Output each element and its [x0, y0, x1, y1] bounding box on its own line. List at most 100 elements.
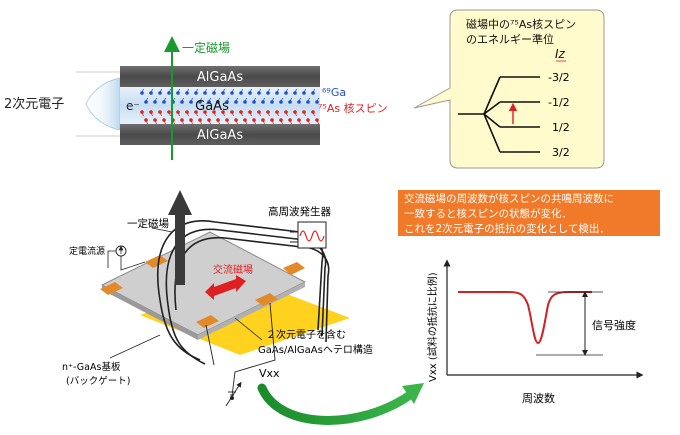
spin-vector — [267, 88, 270, 94]
spin-vector — [258, 111, 261, 117]
spin-vector — [249, 111, 252, 117]
substrate-label-1: n⁺-GaAs基板 — [62, 361, 121, 373]
spin-vector — [204, 88, 207, 94]
spin-vector — [271, 119, 274, 125]
spin-vector — [154, 97, 157, 103]
spin-vector — [213, 111, 216, 117]
spin-vector — [159, 88, 162, 94]
spin-vector — [298, 97, 301, 103]
level-p1-2: 1/2 — [552, 121, 570, 134]
spin-vector — [289, 119, 292, 125]
spin-vector — [186, 111, 189, 117]
iz-symbol: Iz — [555, 47, 566, 61]
spin-vector — [316, 119, 319, 125]
spin-vector — [181, 97, 184, 103]
spin-vector — [150, 111, 153, 117]
spin-vector — [312, 111, 315, 117]
bubble-title-2: のエネルギー準位 — [466, 32, 554, 46]
static-field-label: 一定磁場 — [182, 40, 230, 55]
spin-vector — [168, 111, 171, 117]
spin-vector — [190, 119, 193, 125]
ac-field-arrow — [205, 275, 246, 300]
algaas-bottom-layer — [120, 124, 320, 145]
spin-vector — [163, 119, 166, 125]
ga69-label: ⁶⁹Ga — [322, 86, 346, 99]
spin-vector — [186, 88, 189, 94]
level-m1-2: -1/2 — [548, 96, 570, 109]
sine-wave-icon — [299, 230, 325, 242]
hetero-label-1: ２次元電子を含む — [266, 328, 346, 341]
level-p3-2: 3/2 — [552, 146, 570, 159]
spin-vector — [262, 119, 265, 125]
spin-vector — [195, 111, 198, 117]
graph-x-label: 周波数 — [522, 392, 555, 405]
spin-vector — [240, 88, 243, 94]
explanation-line-2: 一致すると核スピンの状態が変化． — [404, 208, 572, 220]
spin-vector — [303, 88, 306, 94]
spin-vector — [199, 97, 202, 103]
spin-vector — [249, 88, 252, 94]
substrate-label-2: (バックゲート) — [66, 375, 130, 387]
contact-pad — [283, 262, 305, 275]
spin-vector — [141, 88, 144, 94]
as75-spin-label: ⁷⁵As 核スピン — [318, 101, 388, 115]
algaas-top-label: AlGaAs — [197, 70, 243, 85]
level-m3-2: -3/2 — [548, 71, 570, 84]
spin-vector — [276, 111, 279, 117]
spin-vector — [231, 88, 234, 94]
spin-vector — [141, 111, 144, 117]
spin-vector — [303, 111, 306, 117]
contact-pad — [145, 255, 168, 268]
spin-vector — [222, 88, 225, 94]
spin-vector — [280, 97, 283, 103]
spin-vector — [298, 119, 301, 125]
spin-vector — [208, 97, 211, 103]
spin-vector — [217, 119, 220, 125]
contact-pad — [255, 293, 278, 306]
spin-vector — [208, 119, 211, 125]
spin-vector — [240, 111, 243, 117]
spin-vector — [294, 111, 297, 117]
spin-vector — [294, 88, 297, 94]
spin-vector — [316, 97, 319, 103]
spin-vector — [235, 97, 238, 103]
spin-vector — [244, 119, 247, 125]
spin-vector — [159, 111, 162, 117]
algaas-top-layer — [120, 66, 320, 87]
spin-vector — [195, 88, 198, 94]
algaas-bottom-label: AlGaAs — [197, 128, 243, 143]
spin-vector — [271, 97, 274, 103]
spin-vector — [285, 111, 288, 117]
electron-label: e⁻ — [126, 99, 140, 113]
explanation-line-3: これを2次元電子の抵抗の変化として検出． — [404, 223, 610, 235]
gaas-label: GaAs — [195, 99, 229, 114]
spin-vector — [253, 119, 256, 125]
spin-vector — [163, 97, 166, 103]
nuclear-spin-dots — [140, 88, 319, 125]
spin-vector — [253, 97, 256, 103]
spin-vector — [172, 97, 175, 103]
explanation-callout: 交流磁場の周波数が核スピンの共鳴周波数に 一致すると核スピンの状態が変化． これ… — [398, 190, 660, 236]
contact-pad — [100, 282, 123, 295]
graph-y-label: Vxx (試料の抵抗に比例) — [426, 272, 439, 382]
signal-strength-label: 信号強度 — [592, 318, 636, 332]
spin-vector — [181, 119, 184, 125]
setup-field-label: 一定磁場 — [127, 217, 169, 230]
spin-vector — [226, 119, 229, 125]
spin-vector — [145, 119, 148, 125]
rf-generator-label: 高周波発生器 — [268, 205, 331, 218]
spin-vector — [267, 111, 270, 117]
spin-vector — [177, 88, 180, 94]
spin-vector — [177, 111, 180, 117]
spin-vector — [285, 88, 288, 94]
two-deg-label: 2次元電子 — [4, 96, 64, 112]
spin-vector — [168, 88, 171, 94]
vxx-label: Vxx — [259, 367, 280, 380]
resonance-curve — [458, 291, 592, 345]
measurement-setup: 一定磁場 交流磁場 高周波発生器 定電流源 ２次元電子を含む GaAs/AlGa… — [62, 190, 424, 425]
static-field-arrow-3d — [168, 190, 192, 285]
spin-vector — [289, 97, 292, 103]
wavefunction-tail — [85, 77, 121, 131]
spin-vector — [172, 119, 175, 125]
resonance-graph: 信号強度 Vxx (試料の抵抗に比例) 周波数 — [426, 259, 644, 405]
